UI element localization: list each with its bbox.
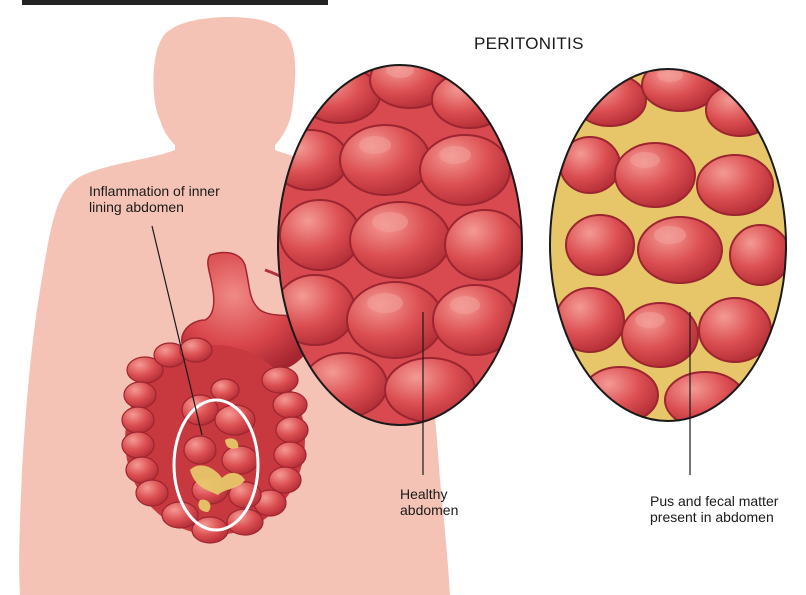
label-pus-fecal-matter: Pus and fecal matter present in abdomen xyxy=(650,493,806,525)
label-inflammation: Inflammation of inner lining abdomen xyxy=(89,183,289,215)
diagram-title: PERITONITIS xyxy=(474,34,584,54)
top-image-edge xyxy=(22,0,328,5)
label-healthy-abdomen: Healthy abdomen xyxy=(400,486,520,518)
inflamed-abdomen-magnified xyxy=(545,59,790,428)
